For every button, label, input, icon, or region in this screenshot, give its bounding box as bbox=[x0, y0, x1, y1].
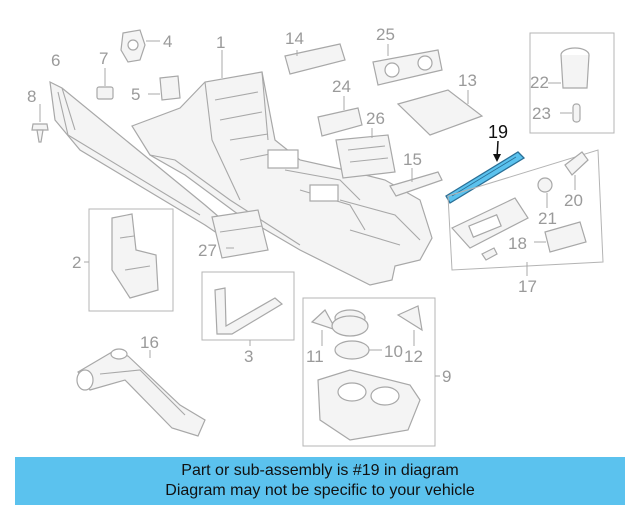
callout-8: 8 bbox=[27, 87, 36, 106]
callout-22: 22 bbox=[530, 73, 549, 92]
part-8-screw bbox=[31, 104, 49, 143]
part-25-control-panel bbox=[372, 44, 443, 86]
callout-4: 4 bbox=[163, 32, 172, 51]
part-3-bracket bbox=[214, 287, 284, 346]
callout-13: 13 bbox=[458, 71, 477, 90]
part-17-screw bbox=[481, 247, 498, 261]
part-10-mats bbox=[331, 309, 382, 360]
callout-2: 2 bbox=[72, 253, 81, 272]
detail-box-9 bbox=[302, 297, 436, 447]
part-14-panel bbox=[284, 43, 346, 75]
callout-3: 3 bbox=[244, 347, 253, 366]
callout-7: 7 bbox=[99, 49, 108, 68]
banner-line-1: Part or sub-assembly is #19 in diagram bbox=[181, 462, 459, 479]
part-27-switch bbox=[211, 209, 269, 259]
part-4-bracket bbox=[120, 29, 160, 63]
part-7-clip bbox=[96, 68, 114, 100]
callout-14: 14 bbox=[285, 29, 304, 48]
parts-diagram: 1 2 3 4 5 6 7 8 9 10 11 12 13 14 15 16 1… bbox=[27, 25, 615, 447]
part-20-clip bbox=[564, 151, 589, 190]
callout-24: 24 bbox=[332, 77, 351, 96]
callout-10: 10 bbox=[384, 342, 403, 361]
callout-20: 20 bbox=[564, 191, 583, 210]
info-banner: Part or sub-assembly is #19 in diagram D… bbox=[15, 457, 625, 505]
callout-17: 17 bbox=[518, 277, 537, 296]
detail-box-17 bbox=[447, 149, 604, 271]
callout-27: 27 bbox=[198, 241, 217, 260]
part-1-console bbox=[131, 50, 433, 286]
part-5-clip bbox=[148, 75, 181, 101]
part-21-screw bbox=[537, 177, 553, 208]
part-18-switch bbox=[534, 221, 587, 253]
callout-19-highlighted: 19 bbox=[488, 122, 508, 142]
part-26-switch-panel bbox=[335, 128, 396, 179]
part-15-trim bbox=[389, 168, 443, 197]
callout-15: 15 bbox=[403, 150, 422, 169]
callout-1: 1 bbox=[216, 33, 225, 52]
callout-5: 5 bbox=[131, 85, 140, 104]
callout-16: 16 bbox=[140, 333, 159, 352]
callout-21: 21 bbox=[538, 209, 557, 228]
callout-25: 25 bbox=[376, 25, 395, 44]
part-19-highlighted-trim bbox=[445, 140, 526, 204]
part-24-switch bbox=[317, 96, 363, 137]
part-9-cupholder bbox=[317, 369, 440, 441]
part-12-vent bbox=[396, 305, 423, 346]
callout-12: 12 bbox=[404, 347, 423, 366]
callout-9: 9 bbox=[442, 367, 451, 386]
detail-box-22 bbox=[529, 32, 615, 134]
part-2-bracket bbox=[84, 213, 159, 299]
callout-6: 6 bbox=[51, 51, 60, 70]
detail-box-3 bbox=[201, 271, 295, 341]
part-23-pin bbox=[560, 103, 581, 123]
callout-11: 11 bbox=[306, 347, 324, 366]
part-16-air-duct bbox=[76, 348, 206, 437]
detail-box-2 bbox=[88, 208, 174, 312]
part-22-holder bbox=[548, 47, 590, 89]
callout-23: 23 bbox=[532, 104, 551, 123]
part-13-pad bbox=[396, 89, 484, 136]
callout-26: 26 bbox=[366, 109, 385, 128]
banner-line-2: Diagram may not be specific to your vehi… bbox=[165, 482, 475, 499]
part-17-tray bbox=[451, 197, 529, 249]
part-11-vent bbox=[310, 309, 338, 346]
callout-18: 18 bbox=[508, 234, 527, 253]
